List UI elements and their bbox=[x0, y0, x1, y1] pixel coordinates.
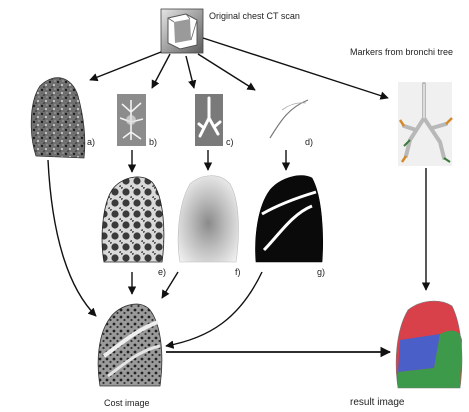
label-d: d) bbox=[305, 137, 314, 147]
arrow-a-to-cost bbox=[47, 159, 97, 317]
arrow-g-to-cost bbox=[165, 271, 263, 349]
label-f: f) bbox=[235, 267, 241, 277]
arrow-ct-to-c bbox=[185, 55, 197, 89]
airway-image-c bbox=[195, 94, 223, 146]
result-image-label: result image bbox=[350, 397, 405, 408]
arrow-ct-to-d bbox=[197, 53, 256, 91]
cost-image bbox=[97, 303, 163, 387]
arrows bbox=[47, 37, 431, 358]
vessel-image-b bbox=[117, 94, 146, 146]
ct-scan-label: Original chest CT scan bbox=[209, 11, 300, 21]
label-c: c) bbox=[226, 137, 234, 147]
cost-image-label: Cost image bbox=[104, 398, 150, 408]
label-g: g) bbox=[317, 267, 326, 277]
lung-image-a bbox=[30, 77, 86, 159]
bronchi-marker-image bbox=[398, 82, 453, 166]
bronchi-markers-label: Markers from bronchi tree bbox=[350, 47, 454, 57]
enhanced-image-e bbox=[101, 176, 165, 263]
arrow-ct-to-b bbox=[151, 53, 171, 89]
distance-image-f bbox=[177, 175, 239, 263]
fissure-image-g bbox=[255, 175, 323, 263]
label-b: b) bbox=[149, 137, 158, 147]
fissure-image-d bbox=[269, 99, 309, 139]
label-e: e) bbox=[158, 267, 167, 277]
ct-scan-thumbnail bbox=[160, 8, 204, 54]
arrow-ct-to-bronchi bbox=[202, 37, 389, 100]
arrow-f-to-cost bbox=[161, 271, 179, 299]
result-image bbox=[395, 300, 463, 389]
arrow-ct-to-a bbox=[89, 51, 162, 82]
label-a: a) bbox=[87, 137, 96, 147]
